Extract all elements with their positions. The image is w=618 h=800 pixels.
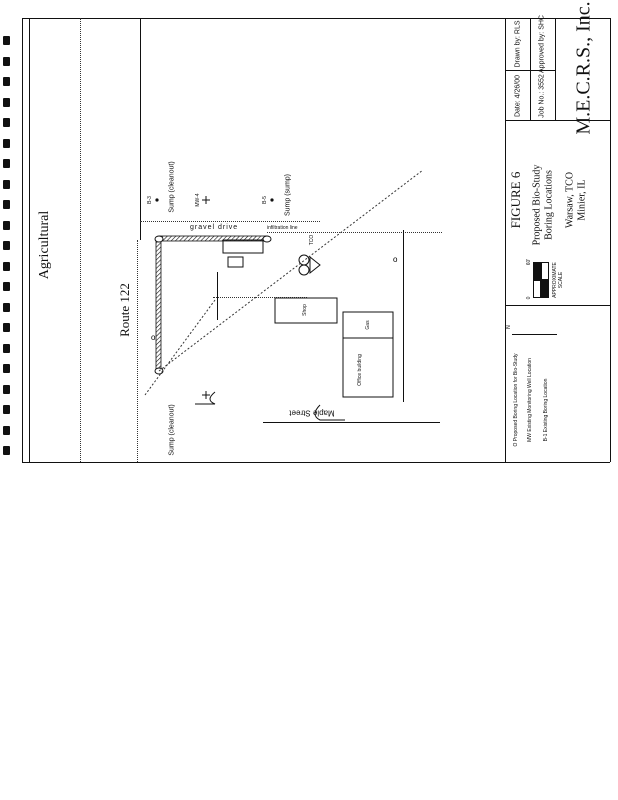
scale-bar (541, 262, 549, 280)
field-boundary (80, 18, 81, 462)
route-label: Route 122 (117, 283, 132, 337)
boring-marker-icon (270, 198, 274, 202)
tank-icon (298, 264, 310, 276)
perforation-hole (3, 323, 10, 332)
title-divider (505, 70, 555, 71)
title-divider (505, 120, 610, 121)
shop-label: Shop (302, 304, 308, 316)
sump-label: Sump (cleanout) (168, 404, 176, 456)
infiltration-line (267, 232, 442, 233)
well-label: B-5 (262, 196, 268, 204)
curb (195, 391, 216, 405)
sump-icon (262, 235, 272, 243)
infiltration-line-label: infiltration line (267, 225, 298, 231)
scale-bar (533, 280, 541, 298)
gravel-drive-label: gravel drive (190, 224, 239, 231)
route-edge (140, 18, 141, 240)
frame-bottom (22, 462, 610, 463)
perforation-hole (3, 405, 10, 414)
perforation-hole (3, 179, 10, 189)
sump-label: Sump (cleanout) (168, 161, 176, 213)
perforation-hole (3, 118, 10, 127)
gas-label: Gas (365, 320, 371, 330)
maple-street-edge (263, 422, 440, 423)
dashed-line (158, 169, 424, 372)
frame-top (22, 18, 610, 19)
lot-line (403, 230, 404, 402)
sump-icon (154, 235, 164, 243)
office-building (342, 311, 394, 398)
tco-label: TCO (309, 234, 315, 246)
title-divider (530, 18, 531, 120)
perforation-hole (3, 77, 10, 86)
proposed-boring-icon: o (151, 333, 156, 342)
perforation-hole (3, 56, 10, 66)
perforation-hole (3, 220, 10, 230)
perforation-hole (3, 241, 10, 250)
boundary-line (213, 297, 307, 298)
title-divider (555, 18, 556, 120)
boundary-line (217, 272, 218, 320)
agricultural-label: Agricultural (37, 210, 52, 280)
property-edge (29, 18, 30, 462)
perforation-hole (3, 384, 10, 394)
hatched-pipe (155, 237, 162, 372)
perforation-hole (3, 138, 10, 148)
title-divider (505, 305, 610, 306)
building (222, 239, 264, 254)
well-label: MW-4 (195, 193, 201, 207)
perforation-hole (3, 261, 10, 271)
perforation-hole (3, 97, 10, 107)
perforation-hole (3, 36, 10, 45)
curb (314, 404, 345, 421)
perforation-hole (3, 364, 10, 373)
tank-icon (309, 255, 321, 275)
perforation-hole (3, 200, 10, 209)
shop-building (274, 297, 338, 324)
scale-bar (533, 262, 541, 280)
well-label: B-3 (147, 196, 153, 204)
perforation-hole (3, 343, 10, 353)
frame-left (22, 18, 23, 462)
maple-street-label: Maple Street (289, 408, 335, 418)
boring-marker-icon (155, 198, 159, 202)
monitoring-well-icon (202, 196, 210, 204)
north-arrow-icon (512, 334, 557, 335)
monitoring-well-icon (202, 391, 210, 399)
drive-edge (140, 221, 320, 222)
title-block-border (505, 18, 506, 462)
perforation-hole (3, 425, 10, 435)
perforation-hole (3, 302, 10, 312)
building (227, 256, 244, 268)
frame-right (610, 18, 611, 462)
sump-label: Sump (sump) (284, 173, 292, 217)
perforation-hole (3, 446, 10, 455)
dashed-line (144, 299, 216, 396)
proposed-boring-icon: o (393, 255, 398, 264)
perforation-hole (3, 159, 10, 168)
route-edge (137, 240, 138, 462)
scale-bar (541, 280, 549, 298)
office-label: Office building (357, 354, 363, 386)
perforation-hole (3, 282, 10, 291)
